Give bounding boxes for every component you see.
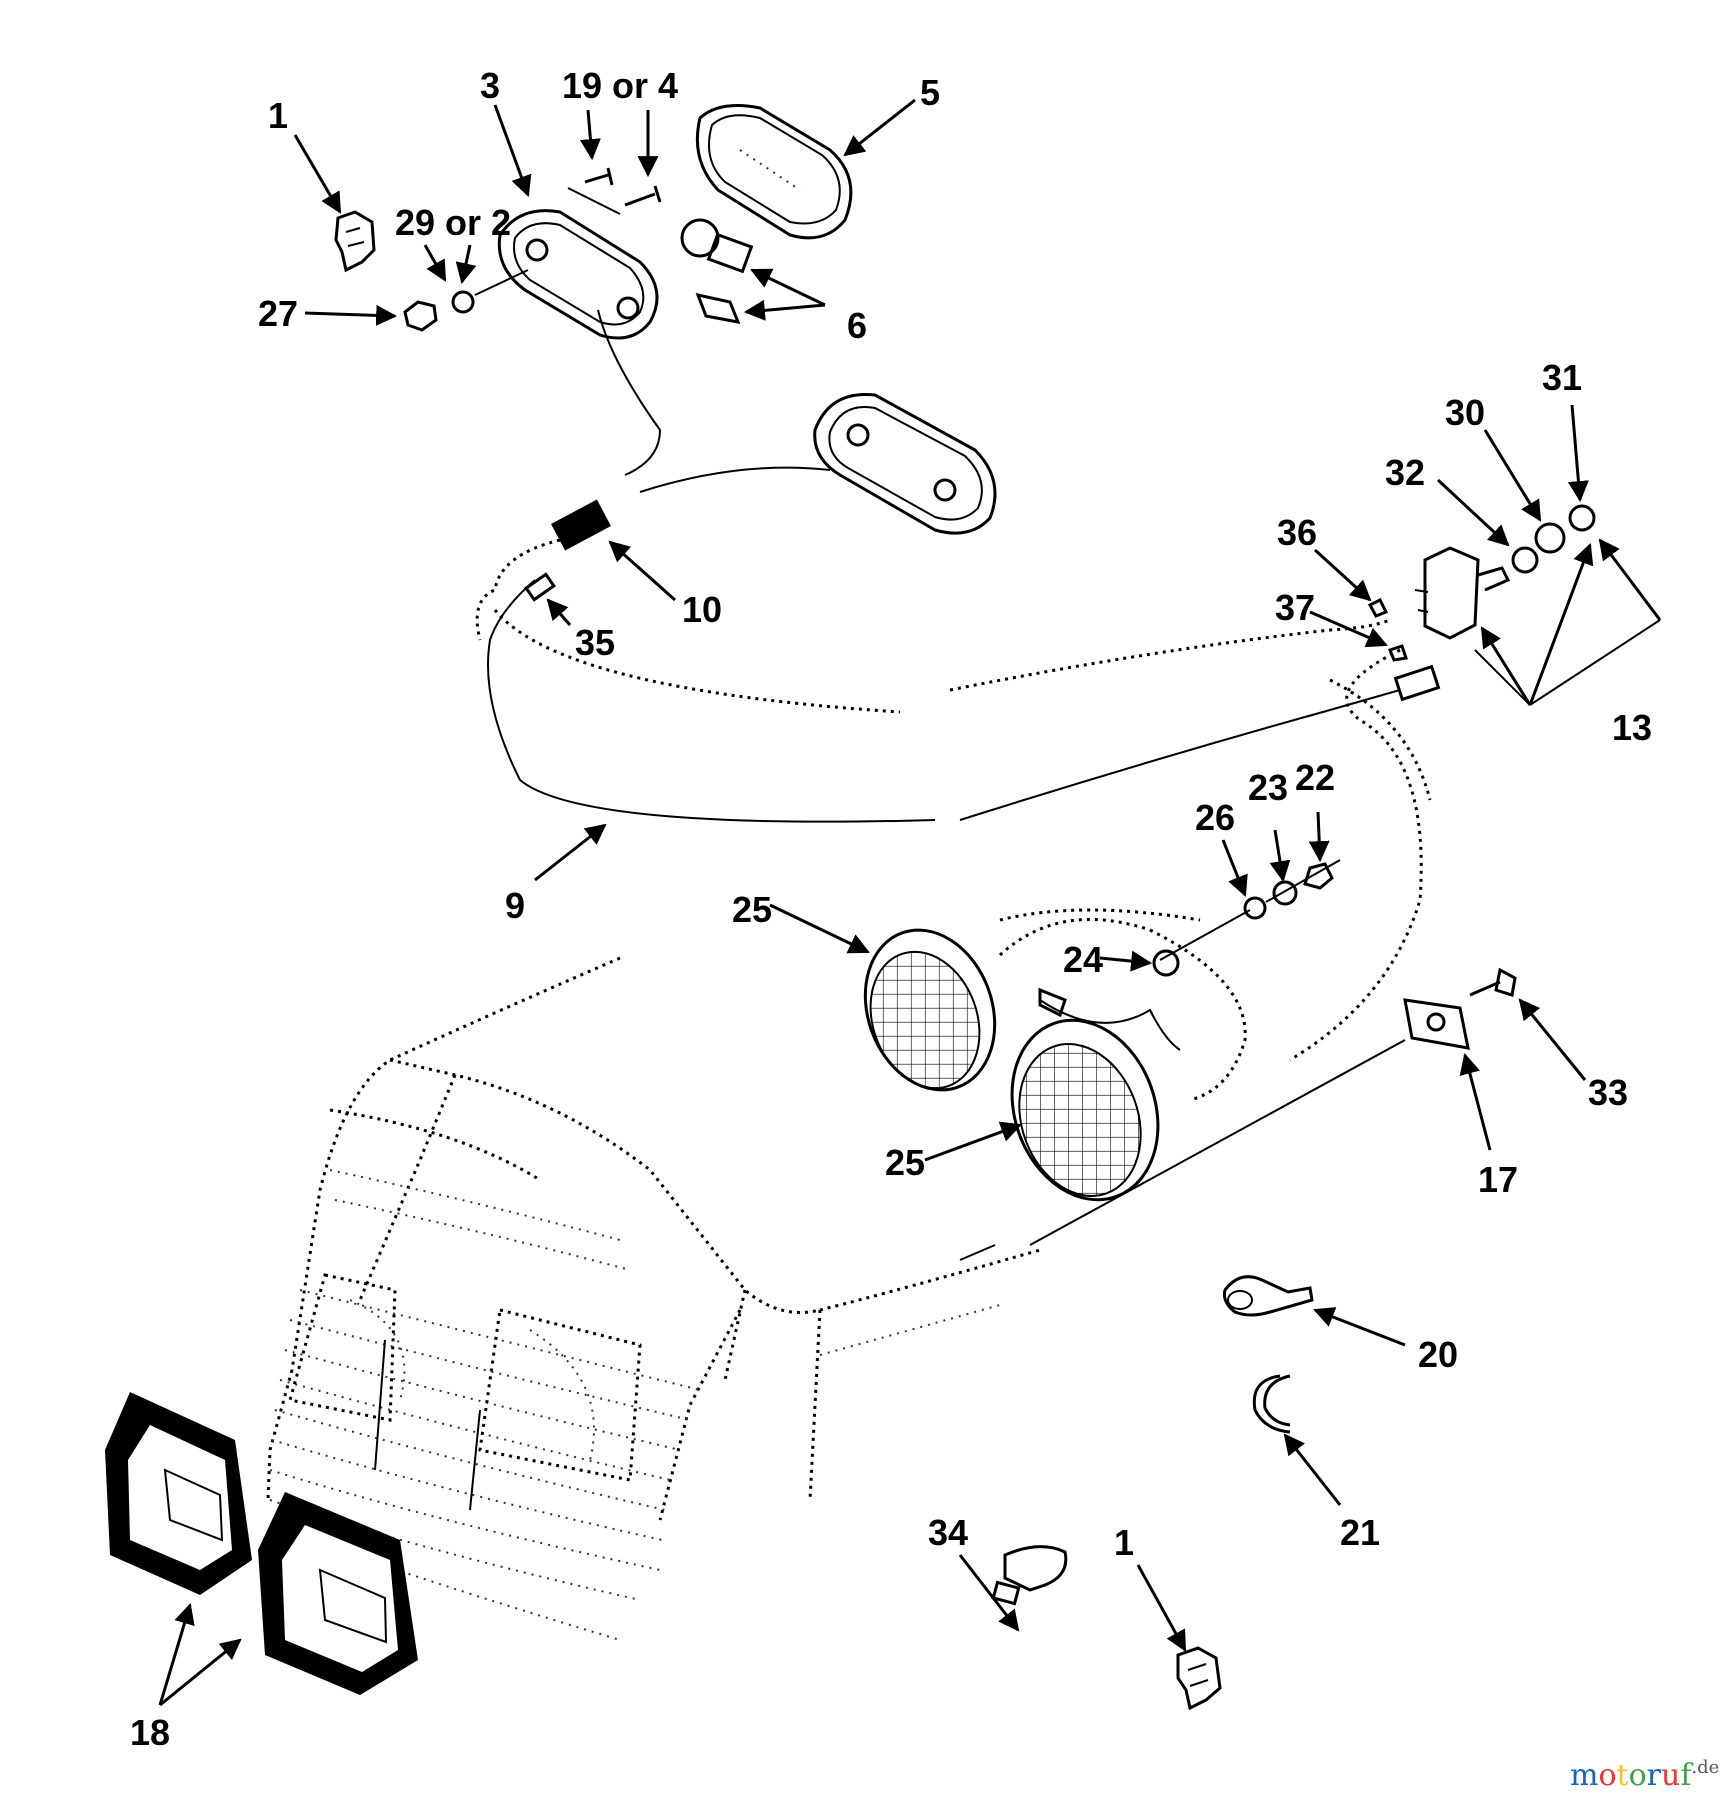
part-labels: 1 3 19 or 4 5 29 or 2 27 6 10 35 31 30 3…	[130, 65, 1652, 1753]
label-21: 21	[1340, 1512, 1380, 1553]
clip-1-top	[334, 210, 376, 273]
label-33: 33	[1588, 1072, 1628, 1113]
headlamp-25-rear	[863, 928, 997, 1092]
label-10: 10	[682, 589, 722, 630]
label-35: 35	[575, 622, 615, 663]
label-3: 3	[480, 65, 500, 106]
clip-34	[991, 1545, 1068, 1606]
label-26: 26	[1195, 797, 1235, 838]
screws-19-4	[567, 167, 662, 215]
label-27: 27	[258, 293, 298, 334]
bulb-6	[680, 218, 754, 324]
label-6: 6	[847, 305, 867, 346]
screw-33	[1469, 967, 1517, 997]
hood-outline	[266, 956, 1406, 1641]
label-19-or-4: 19 or 4	[562, 65, 678, 106]
lens-5	[695, 104, 853, 240]
bezel-18-right	[258, 1492, 418, 1695]
watermark-text: motoruf.de	[1570, 1757, 1719, 1793]
label-1-bottom: 1	[1114, 1522, 1134, 1563]
label-18: 18	[130, 1712, 170, 1753]
label-32: 32	[1385, 452, 1425, 493]
label-31: 31	[1542, 357, 1582, 398]
label-23: 23	[1248, 767, 1288, 808]
label-25-bottom: 25	[885, 1142, 925, 1183]
label-25-top: 25	[732, 889, 772, 930]
lamp-housing-right	[813, 392, 997, 535]
switch-13	[1367, 504, 1661, 706]
label-1-top: 1	[268, 95, 288, 136]
bracket-17	[1403, 998, 1470, 1050]
label-20: 20	[1418, 1334, 1458, 1375]
label-17: 17	[1478, 1159, 1518, 1200]
label-24: 24	[1063, 939, 1103, 980]
label-22: 22	[1295, 757, 1335, 798]
headlamp-25-front	[1010, 1018, 1160, 1202]
clip-21	[1252, 1374, 1291, 1434]
washer-nut	[403, 269, 529, 332]
label-30: 30	[1445, 392, 1485, 433]
label-5: 5	[920, 72, 940, 113]
bezel-18-left	[105, 1392, 252, 1595]
clip-1-bottom	[1176, 1646, 1222, 1711]
leader-lines	[158, 98, 1662, 1707]
label-36: 36	[1277, 512, 1317, 553]
watermark-logo: motoruf.de	[1570, 1757, 1719, 1793]
label-9: 9	[505, 885, 525, 926]
label-13: 13	[1612, 707, 1652, 748]
lamp-housing-3	[497, 209, 659, 340]
clamp-20	[1223, 1275, 1314, 1317]
label-34: 34	[928, 1512, 968, 1553]
label-29-or-2: 29 or 2	[395, 202, 511, 243]
label-37: 37	[1275, 587, 1315, 628]
wiring-harness	[475, 309, 1441, 1062]
